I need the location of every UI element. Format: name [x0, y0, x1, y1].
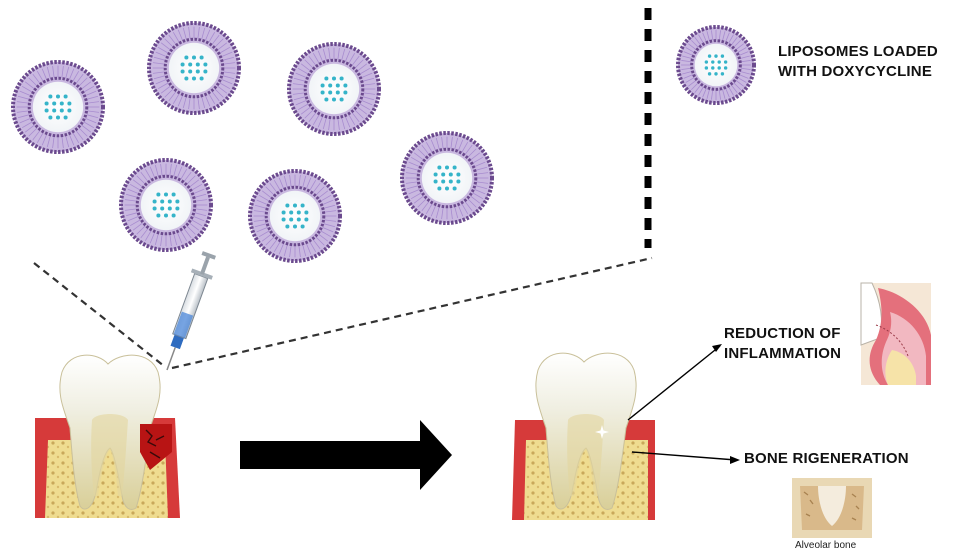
syringe-plunger: [200, 257, 210, 275]
zoom-dashed-line-right: [172, 258, 652, 368]
reduction-inflammation-label: REDUCTION OF INFLAMMATION: [724, 324, 841, 364]
liposome-legend-label: LIPOSOMES LOADED WITH DOXYCYCLINE: [778, 42, 938, 82]
liposome-icon: [250, 171, 340, 261]
liposome-icon: [121, 160, 211, 250]
syringe-icon: [157, 250, 220, 374]
gum-closeup-inset: [861, 283, 931, 385]
liposome-icon: [149, 23, 239, 113]
alveolar-bone-inset: [792, 478, 872, 538]
alveolar-bone-right: [524, 440, 648, 520]
legend-line-2: WITH DOXYCYCLINE: [778, 62, 938, 82]
healed-tooth-illustration: [512, 353, 655, 520]
liposome-icon: [402, 133, 492, 223]
inflamed-tooth-illustration: [35, 355, 180, 518]
reduction-line-2: INFLAMMATION: [724, 344, 841, 364]
legend-line-1: LIPOSOMES LOADED: [778, 42, 938, 62]
zoom-dashed-line-left: [34, 263, 164, 366]
arrow-to-inflammation: [628, 346, 720, 420]
bone-regeneration-label: BONE RIGENERATION: [744, 449, 909, 469]
liposome-group: [13, 23, 754, 261]
legend-liposome-icon: [678, 27, 754, 103]
reduction-line-1: REDUCTION OF: [724, 324, 841, 344]
liposome-icon: [289, 44, 379, 134]
big-right-arrow: [240, 420, 452, 490]
arrowhead-bone: [730, 456, 740, 464]
alveolar-bone-caption: Alveolar bone: [795, 540, 856, 552]
liposome-icon: [13, 62, 103, 152]
